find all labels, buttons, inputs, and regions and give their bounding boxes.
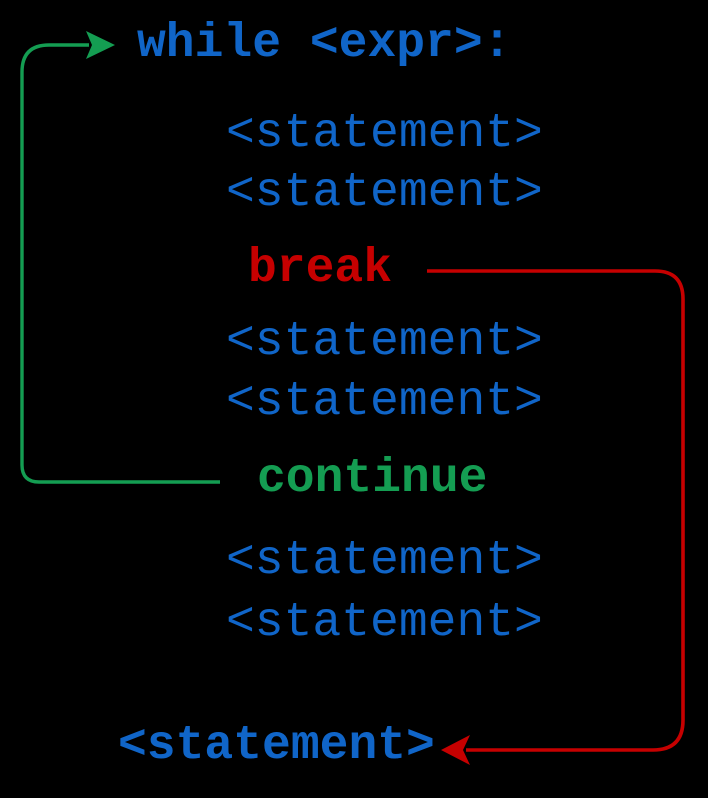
post-loop-statement: <statement> (118, 719, 435, 773)
break-keyword: break (248, 242, 393, 296)
continue-arrowhead-icon (86, 31, 115, 59)
loop-body-statement: <statement> (226, 166, 543, 220)
loop-body-statement: <statement> (226, 375, 543, 429)
continue-arrow-path (20, 43, 220, 484)
loop-body-statement: <statement> (226, 315, 543, 369)
break-arrowhead-icon (441, 735, 470, 765)
loop-body-statement: <statement> (226, 107, 543, 161)
loop-body-statement: <statement> (226, 596, 543, 650)
while-header-line: while <expr>: (137, 17, 512, 71)
loop-body-statement: <statement> (226, 534, 543, 588)
continue-arrow (20, 31, 220, 484)
continue-keyword: continue (257, 452, 488, 506)
